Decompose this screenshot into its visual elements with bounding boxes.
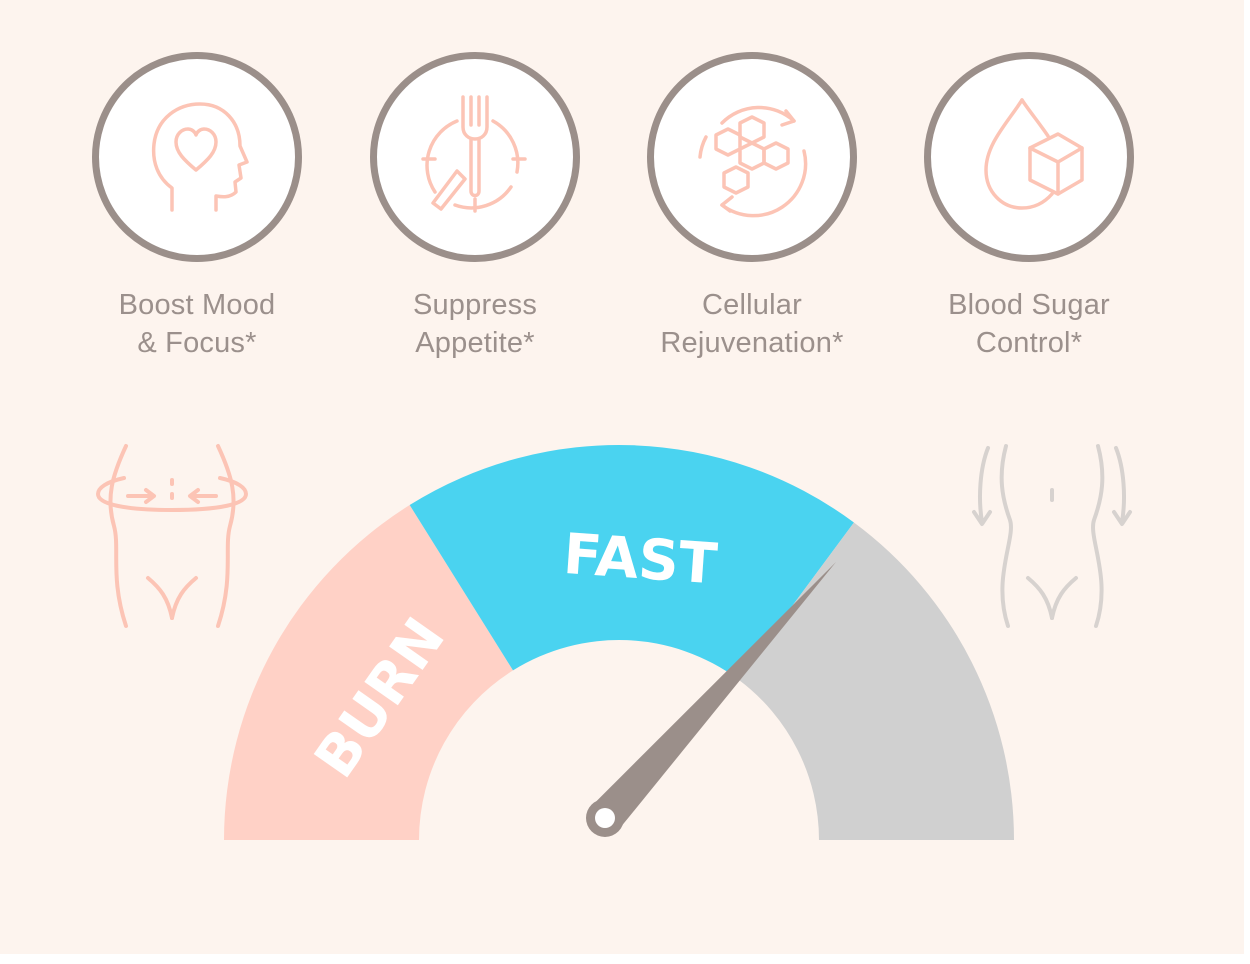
benefit-boost-mood: Boost Mood & Focus* <box>77 52 317 362</box>
benefit-suppress-appetite: Suppress Appetite* <box>355 52 595 362</box>
gauge-needle-hub-center <box>595 808 615 828</box>
cells-cycle-icon <box>698 105 808 218</box>
benefit-label: Blood Sugar Control* <box>948 289 1110 359</box>
benefit-label: Boost Mood & Focus* <box>118 289 276 359</box>
head-heart-icon <box>151 102 249 212</box>
waist-expand-icon <box>972 444 1132 628</box>
benefit-label: Suppress Appetite* <box>412 289 538 359</box>
gauge-needle <box>591 562 836 831</box>
gauge-zone-neutral <box>737 522 1014 840</box>
benefit-circle <box>370 52 580 262</box>
gauge-zone-burn <box>224 505 514 840</box>
benefit-circle <box>92 52 302 262</box>
drop-sugar-cube-icon <box>984 98 1084 210</box>
benefit-blood-sugar: Blood Sugar Control* <box>909 52 1149 362</box>
gauge-zone-fast <box>409 445 854 680</box>
waist-shrink-icon <box>96 444 248 628</box>
benefit-label: Cellular Rejuvenation* <box>660 289 844 359</box>
fork-knife-clock-icon <box>421 95 527 213</box>
benefit-circle <box>647 52 857 262</box>
gauge-label-fast: FAST <box>561 522 719 598</box>
benefit-circle <box>924 52 1134 262</box>
benefit-cellular-rejuvenation: Cellular Rejuvenation* <box>632 52 872 362</box>
